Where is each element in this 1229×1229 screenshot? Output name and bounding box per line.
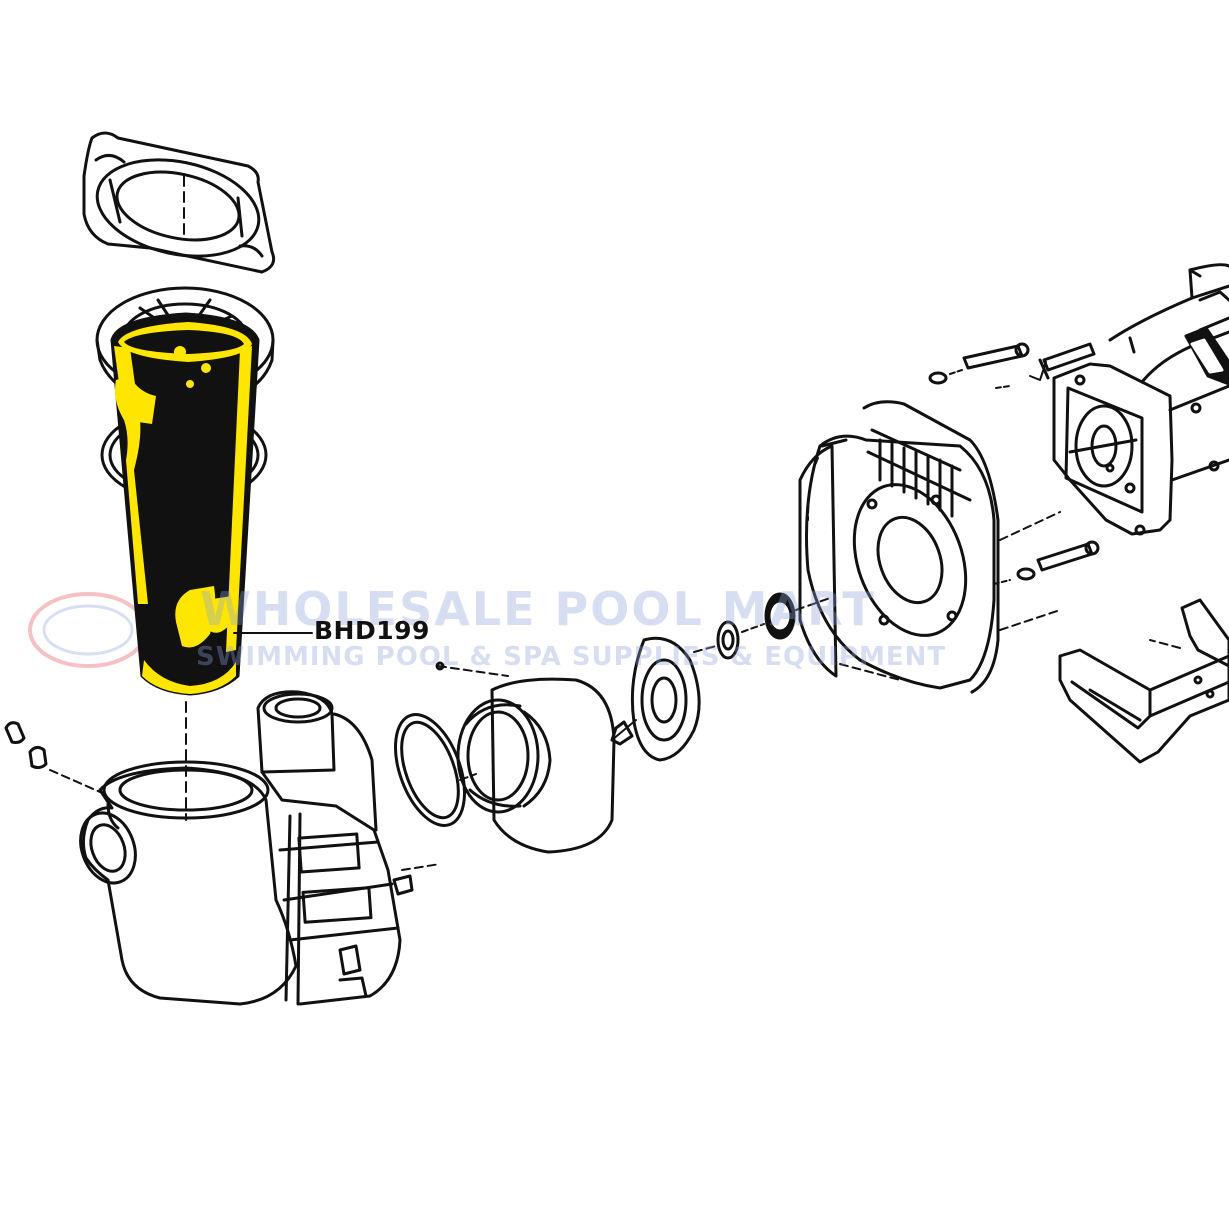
watermark-logo xyxy=(28,592,148,668)
drain-plugs xyxy=(4,721,101,793)
motor-base xyxy=(1058,326,1229,764)
shaft-seal xyxy=(716,592,796,660)
watermark-title: WHOLESALE POOL MART xyxy=(200,582,876,636)
watermark-subtitle: SWIMMING POOL & SPA SUPPLIES & EQUIPMENT xyxy=(196,642,947,672)
motor-bolts xyxy=(928,342,1100,585)
diffuser xyxy=(435,661,616,854)
strainer-basket xyxy=(110,312,260,696)
lid-locking-ring xyxy=(82,131,276,274)
part-number-label: BHD199 xyxy=(314,616,430,645)
impeller xyxy=(610,636,701,762)
seal-plate xyxy=(798,400,1000,694)
motor xyxy=(1052,263,1229,536)
pump-housing xyxy=(79,690,441,1006)
assembly-dashes xyxy=(459,511,1181,781)
